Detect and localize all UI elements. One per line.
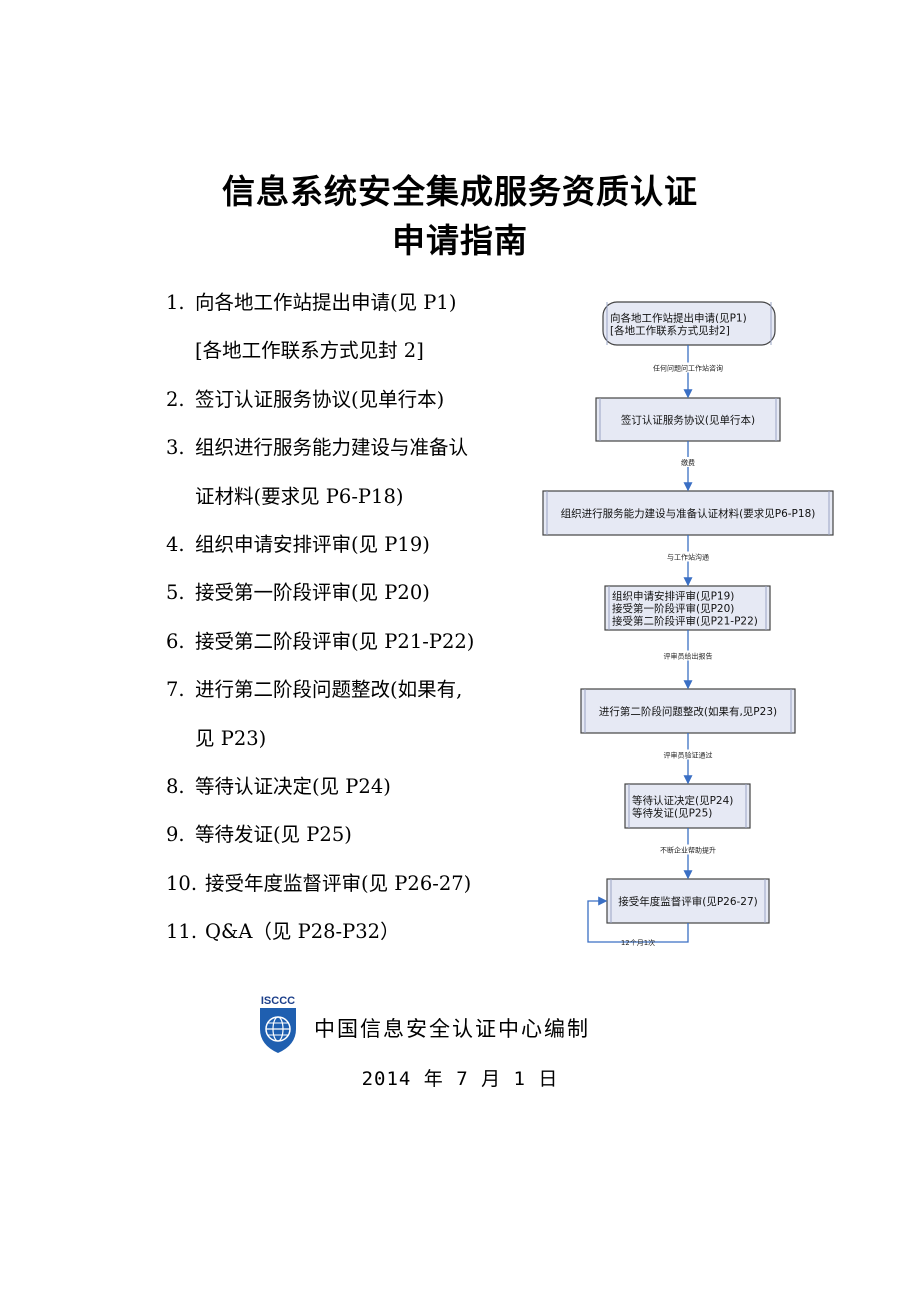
flow-step-box: 组织申请安排评审(见P19)接受第一阶段评审(见P20)接受第二阶段评审(见P2… [604,585,771,631]
loop-label: 12个月1次 [621,938,655,947]
flow-step-text: 接受第二阶段评审(见P21-P22) [612,615,758,628]
issue-date: 2014 年 7 月 1 日 [361,1068,559,1090]
step-text: 接受第一阶段评审(见 P20) [195,581,430,605]
step-continuation: [各地工作联系方式见封 2] [166,336,536,384]
step-item: 8. 等待认证决定(见 P24) [166,772,536,820]
step-text: 组织进行服务能力建设与准备认 [195,436,469,460]
step-item: 4. 组织申请安排评审(见 P19) [166,530,536,578]
step-item: 10. 接受年度监督评审(见 P26-27) [166,869,536,917]
step-text: 等待认证决定(见 P24) [195,774,391,798]
step-list: 1. 向各地工作站提出申请(见 P1) [各地工作联系方式见封 2] 2. 签订认证服务… [166,288,536,965]
step-text: 组织申请安排评审(见 P19) [195,532,430,556]
step-continuation: 证材料(要求见 P6-P18) [166,482,536,530]
step-item: 1. 向各地工作站提出申请(见 P1) [166,288,536,336]
step-text: 进行第二阶段问题整改(如果有, [195,678,463,702]
process-flowchart: 向各地工作站提出申请(见P1)[各地工作联系方式见封2] 签订认证服务协议(见单行… [542,301,834,947]
flow-step-box: 等待认证决定(见P24)等待发证(见P25) [624,783,751,829]
step-text: 接受年度监督评审(见 P26-27) [205,871,472,895]
step-number: 2. [166,387,185,411]
step-item: 7. 进行第二阶段问题整改(如果有, [166,675,536,723]
flow-step-text: 接受第一阶段评审(见P20) [612,602,734,615]
flow-step-text: 进行第二阶段问题整改(如果有,见P23) [599,705,777,718]
svg-text:ISCCC: ISCCC [261,995,295,1007]
flow-step-text: 接受年度监督评审(见P26-27) [618,895,758,908]
flow-step-text: 向各地工作站提出申请(见P1) [610,311,747,324]
step-number: 7. [166,678,185,702]
flow-arrow-label: 与工作站沟通 [667,553,709,562]
issuer-organization: 中国信息安全认证中心编制 [314,1017,590,1041]
step-text: 接受第二阶段评审(见 P21-P22) [195,629,475,653]
step-number: 1. [166,291,185,314]
flow-arrow-label: 评审员验证通过 [664,751,713,760]
flow-step-box: 签订认证服务协议(见单行本) [595,397,781,442]
flow-step-text: 签订认证服务协议(见单行本) [621,414,755,427]
step-number: 10. [166,871,198,895]
step-number: 3. [166,436,185,460]
step-item: 2. 签订认证服务协议(见单行本) [166,385,536,433]
step-text: 见 P23) [195,726,267,750]
step-text: 签订认证服务协议(见单行本) [195,387,445,411]
flow-step-text: 组织申请安排评审(见P19) [612,590,734,603]
step-item: 3. 组织进行服务能力建设与准备认 [166,433,536,481]
flow-step-box: 进行第二阶段问题整改(如果有,见P23) [580,688,796,734]
document-subtitle: 申请指南 [392,221,528,260]
flow-arrow-label: 任何问题问工作站咨询 [653,364,723,373]
step-number: 9. [166,823,185,847]
flow-step-box: 向各地工作站提出申请(见P1)[各地工作联系方式见封2] [602,301,776,346]
step-number: 8. [166,774,185,798]
flow-step-box: 接受年度监督评审(见P26-27) [606,878,770,924]
step-number: 11. [166,920,198,944]
flow-arrow-label: 评审员给出报告 [664,652,713,661]
step-number: 5. [166,581,185,605]
step-item: 6. 接受第二阶段评审(见 P21-P22) [166,627,536,675]
document-title: 信息系统安全集成服务资质认证 [222,172,698,211]
step-text: 证材料(要求见 P6-P18) [195,484,404,508]
step-item: 5. 接受第一阶段评审(见 P20) [166,578,536,626]
isccc-logo: ISCCC [250,993,306,1062]
step-item: 11. Q&A（见 P28-P32） [166,917,536,965]
flow-step-text: 等待认证决定(见P24) [632,794,733,807]
step-continuation: 见 P23) [166,724,536,772]
step-text: [各地工作联系方式见封 2] [195,339,424,363]
step-text: 等待发证(见 P25) [195,823,352,847]
step-text: Q&A（见 P28-P32） [205,920,400,944]
step-item: 9. 等待发证(见 P25) [166,820,536,868]
step-number: 6. [166,629,185,653]
flow-step-text: 等待发证(见P25) [632,806,712,819]
step-number: 4. [166,532,185,556]
flow-arrow-label: 缴费 [681,458,695,467]
flow-step-text: [各地工作联系方式见封2] [610,324,730,337]
loop-arrow [587,896,689,943]
flow-arrow-label: 不断企业帮助提升 [660,846,716,855]
flow-step-text: 组织进行服务能力建设与准备认证材料(要求见P6-P18) [561,507,816,520]
step-text: 向各地工作站提出申请(见 P1) [195,291,457,314]
flow-step-box: 组织进行服务能力建设与准备认证材料(要求见P6-P18) [542,490,834,536]
